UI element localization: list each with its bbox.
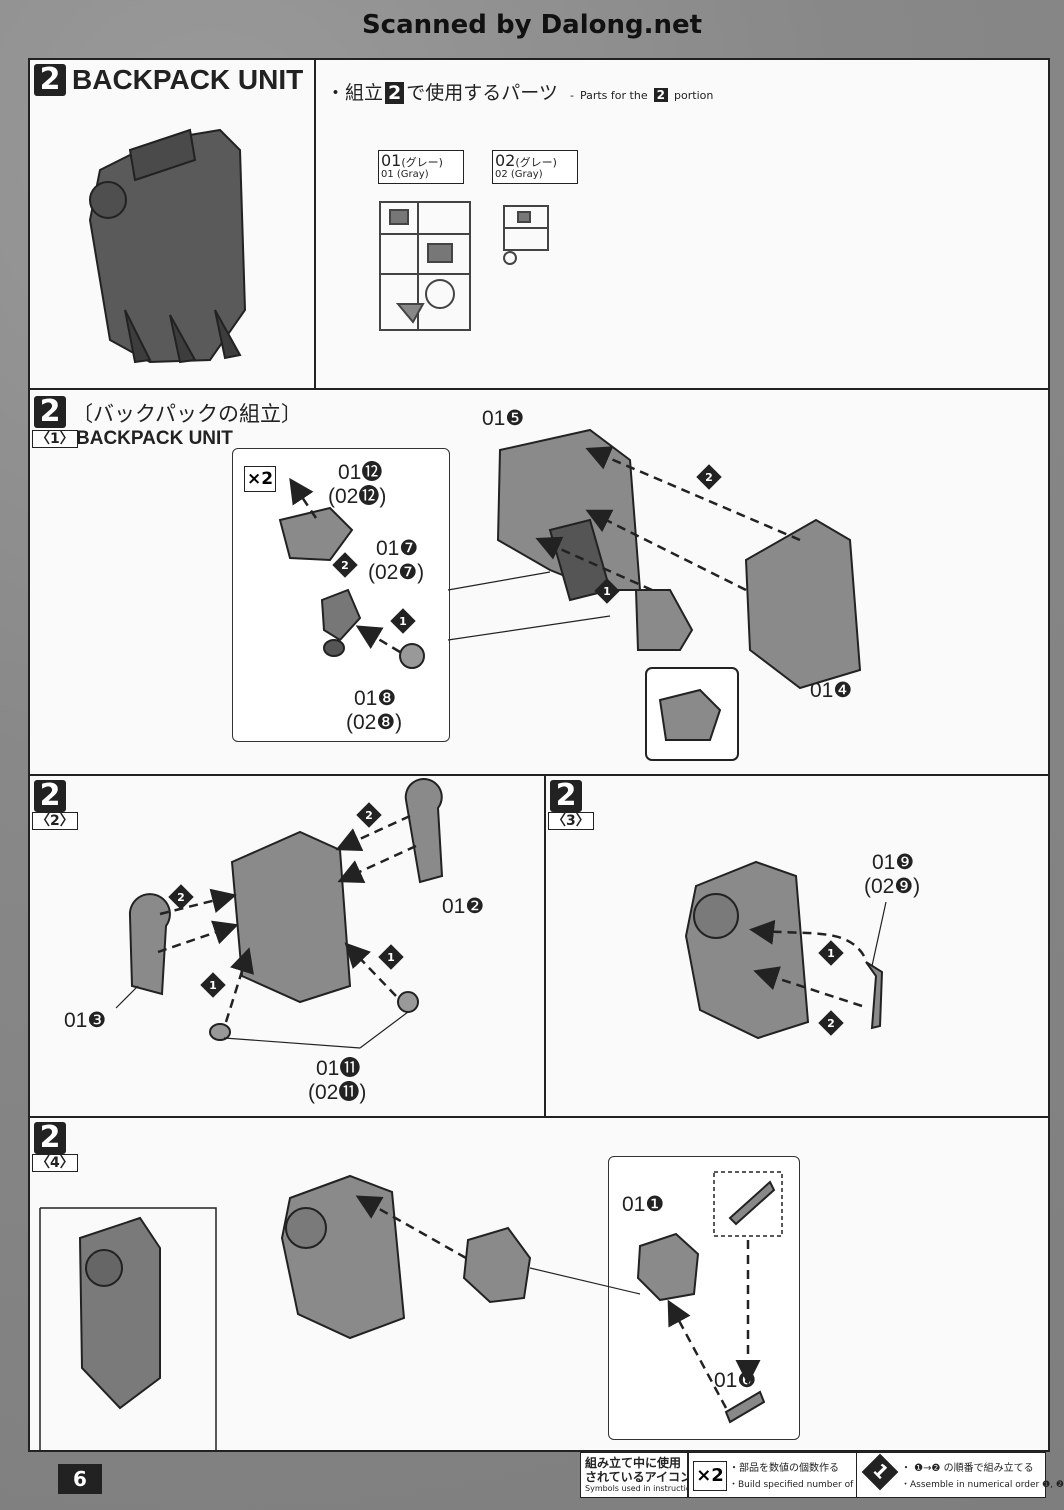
order-2-label: 2 xyxy=(341,559,349,572)
legend-order-icon: 1 xyxy=(861,1453,899,1491)
part-label-02-11: (02⓫) xyxy=(308,1081,367,1104)
runner-01-diagram xyxy=(379,201,471,331)
parts-header-en-badge: 2 xyxy=(653,88,668,102)
parts-header-en-dash: - xyxy=(569,89,574,102)
section-header-panel: 2 BACKPACK UNIT xyxy=(28,58,316,390)
part-label-02-7: (02❼) xyxy=(368,561,425,584)
page-number: 6 xyxy=(73,1467,87,1491)
part-label-01-11: 01⓫ xyxy=(316,1057,361,1080)
legend-title-en: Symbols used in instructions xyxy=(585,1484,700,1493)
legend-times-en: ・Build specified number of parts. xyxy=(729,1480,883,1490)
parts-header-jp-prefix: 組立 xyxy=(345,82,384,104)
step-2-sub: 〈2〉 xyxy=(32,812,78,830)
part-label-02-9: (02❾) xyxy=(864,875,921,898)
step-1-assembly-illustration: 1 2 2 1 xyxy=(278,428,862,761)
legend-title-jp2: されているアイコン xyxy=(585,1470,693,1484)
section-title: BACKPACK UNIT xyxy=(72,64,304,95)
svg-text:2: 2 xyxy=(827,1017,835,1030)
times-two-text: ×2 xyxy=(246,469,274,489)
watermark-banner: Scanned by Dalong.net xyxy=(361,10,703,40)
step-4-sub: 〈4〉 xyxy=(32,1154,78,1172)
section-number-badge: 2 xyxy=(34,64,66,96)
part-label-01-1: 01❶ xyxy=(622,1193,665,1216)
step-3-sub: 〈3〉 xyxy=(548,812,594,830)
legend-times-jp: ・部品を数値の個数作る xyxy=(729,1463,839,1474)
order-1-label: 1 xyxy=(399,615,407,628)
runner-01-jp: (グレー) xyxy=(401,156,443,169)
parts-header-en-prefix: Parts for the xyxy=(579,89,648,102)
svg-text:1: 1 xyxy=(827,947,835,960)
svg-text:2: 2 xyxy=(365,809,373,822)
step-3-assembly-illustration: 12 xyxy=(684,860,887,1040)
legend-order-jp: ・ ❶→❷ の順番で組み立てる xyxy=(901,1463,1034,1474)
runner-02-diagram xyxy=(503,205,549,265)
step-4-panel: 2 〈4〉 01❶ 01❻ xyxy=(28,1116,1050,1452)
svg-text:2: 2 xyxy=(177,891,185,904)
parts-header-en-suffix: portion xyxy=(674,89,714,102)
backpack-overview-illustration xyxy=(88,128,247,364)
runner-02-en: 02 (Gray) xyxy=(495,169,543,180)
part-label-01-8: 01❽ xyxy=(354,687,397,710)
legend-order-box: 1 ・ ❶→❷ の順番で組み立てる ・Assemble in numerical… xyxy=(856,1452,1064,1498)
parts-header-jp-suffix: で使用するパーツ xyxy=(406,82,558,104)
parts-header-step-badge: 2 xyxy=(385,82,405,104)
part-label-01-7: 01❼ xyxy=(376,537,419,560)
step-2-panel: 2 〈2〉 01❷ 01❸ 01⓫ (02⓫) xyxy=(28,774,546,1118)
runner-01-label: 01(グレー) 01 (Gray) xyxy=(378,150,464,184)
step-2-assembly-illustration: 2 2 1 1 xyxy=(115,778,444,1049)
step-3-number: 2 xyxy=(550,780,582,812)
runner-02-code: 02 xyxy=(495,151,516,170)
legend-title-box: 組み立て中に使用 されているアイコン Symbols used in instr… xyxy=(580,1452,700,1498)
runner-01-code: 01 xyxy=(381,151,402,170)
part-label-01-3: 01❸ xyxy=(64,1009,107,1032)
step-1-en-title: BACKPACK UNIT xyxy=(76,428,233,449)
order-1b-label: 1 xyxy=(603,585,611,598)
step-1-number: 2 xyxy=(34,396,66,428)
step-1-panel: 2 〈1〉 〔バックパックの組立〕 BACKPACK UNIT ×2 01⓬ (… xyxy=(28,388,1050,776)
part-label-02-12: (02⓬) xyxy=(328,485,387,508)
part-label-01-5: 01❺ xyxy=(482,407,525,430)
legend-times-icon: ×2 xyxy=(693,1461,727,1491)
runner-02-label: 02(グレー) 02 (Gray) xyxy=(492,150,578,184)
svg-text:1: 1 xyxy=(209,979,217,992)
part-label-01-4: 01❹ xyxy=(810,679,853,702)
part-label-01-12: 01⓬ xyxy=(338,461,383,484)
part-label-01-2: 01❷ xyxy=(442,895,485,918)
step-4-number: 2 xyxy=(34,1122,66,1154)
order-2b-label: 2 xyxy=(705,471,713,484)
times-two-badge: ×2 xyxy=(244,466,276,492)
legend-order-en: ・Assemble in numerical order ❶, ❷... xyxy=(901,1480,1064,1490)
step-1-jp-title: 〔バックパックの組立〕 xyxy=(72,402,302,426)
parts-header-bullet: ・ xyxy=(326,82,346,104)
runner-01-en: 01 (Gray) xyxy=(381,169,429,180)
part-label-02-8: (02❽) xyxy=(346,711,403,734)
legend-times-box: ×2 ・部品を数値の個数作る ・Build specified number o… xyxy=(688,1452,882,1498)
runner-02-jp: (グレー) xyxy=(515,156,557,169)
page-number-badge: 6 xyxy=(58,1464,102,1494)
part-label-01-9: 01❾ xyxy=(872,851,915,874)
step-4-assembly-illustration xyxy=(39,1171,783,1450)
legend-title-jp1: 組み立て中に使用 xyxy=(585,1456,682,1470)
step-2-number: 2 xyxy=(34,780,66,812)
svg-text:1: 1 xyxy=(387,951,395,964)
step-1-sub: 〈1〉 xyxy=(32,430,78,448)
